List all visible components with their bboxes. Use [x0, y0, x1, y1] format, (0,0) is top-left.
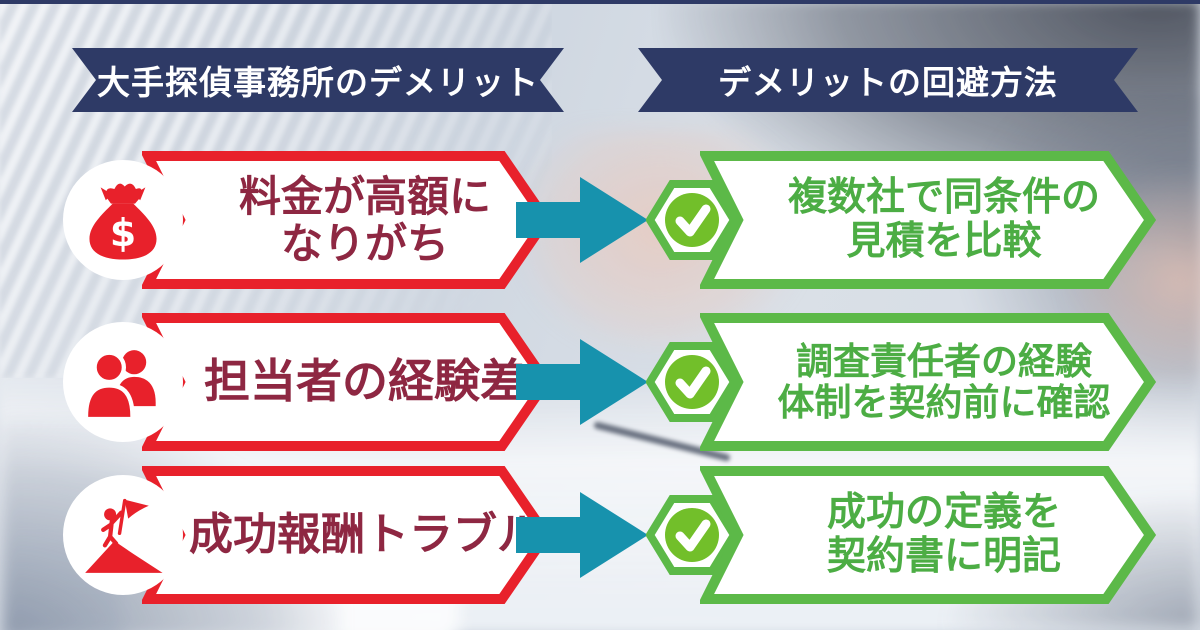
problem-text-2: 担当者の経験差 — [142, 312, 552, 452]
check-badge — [646, 495, 738, 575]
problem-card-1: 料金が高額に なりがち — [142, 150, 552, 290]
solution-card-1: 複数社で同条件の 見積を比較 — [700, 150, 1156, 290]
arrow-right-icon — [516, 492, 648, 578]
solution-text-1: 複数社で同条件の 見積を比較 — [700, 150, 1156, 290]
problem-icon-circle-1: $ — [63, 160, 183, 280]
solution-card-outline — [700, 151, 1156, 289]
arrow-right-icon — [516, 177, 648, 263]
problem-1-line2: なりがち — [280, 220, 449, 267]
solution-card-2: 調査責任者の経験 体制を契約前に確認 — [700, 312, 1156, 452]
solution-text-3: 成功の定義を 契約書に明記 — [700, 465, 1156, 605]
solution-2-line2: 体制を契約前に確認 — [777, 382, 1111, 423]
solutions-header-title: デメリットの回避方法 — [718, 64, 1058, 101]
solution-text-2: 調査責任者の経験 体制を契約前に確認 — [700, 312, 1156, 452]
solutions-header-ribbon: デメリットの回避方法 — [638, 48, 1138, 112]
checkmark-icon — [675, 366, 711, 399]
problems-header-title: 大手探偵事務所のデメリット — [97, 64, 539, 101]
money-bag-dollar-symbol: $ — [110, 211, 136, 255]
solution-2-line1: 調査責任者の経験 — [796, 340, 1092, 382]
problem-icon-circle-3 — [63, 475, 183, 595]
top-border-strip — [0, 0, 1200, 4]
solution-card-3: 成功の定義を 契約書に明記 — [700, 465, 1156, 605]
solution-3-line2: 契約書に明記 — [826, 535, 1061, 578]
problem-3-line1: 成功報酬トラブル — [189, 510, 541, 560]
problem-1-line1: 料金が高額に — [238, 172, 491, 220]
problem-2-line1: 担当者の経験差 — [204, 355, 526, 408]
solution-1-line1: 複数社で同条件の — [787, 176, 1100, 220]
problem-icon-circle-2 — [63, 322, 183, 442]
solution-1-line2: 見積を比較 — [846, 220, 1042, 263]
solution-card-outline — [700, 466, 1156, 604]
arrow-right-icon — [516, 339, 648, 425]
problem-text-1: 料金が高額に なりがち — [142, 150, 552, 290]
money-bag-icon: $ — [89, 183, 157, 260]
checkmark-icon — [675, 204, 711, 237]
mountain-flag-icon — [85, 498, 163, 573]
problem-card-2: 担当者の経験差 — [142, 312, 552, 452]
problems-header-ribbon: 大手探偵事務所のデメリット — [72, 48, 564, 112]
checkmark-icon — [675, 519, 711, 552]
check-badge — [646, 180, 738, 260]
problem-card-3: 成功報酬トラブル — [142, 465, 552, 605]
people-icon — [83, 350, 156, 422]
solution-3-line1: 成功の定義を — [826, 491, 1061, 535]
solution-card-outline — [700, 313, 1156, 451]
problem-text-3: 成功報酬トラブル — [142, 465, 552, 605]
